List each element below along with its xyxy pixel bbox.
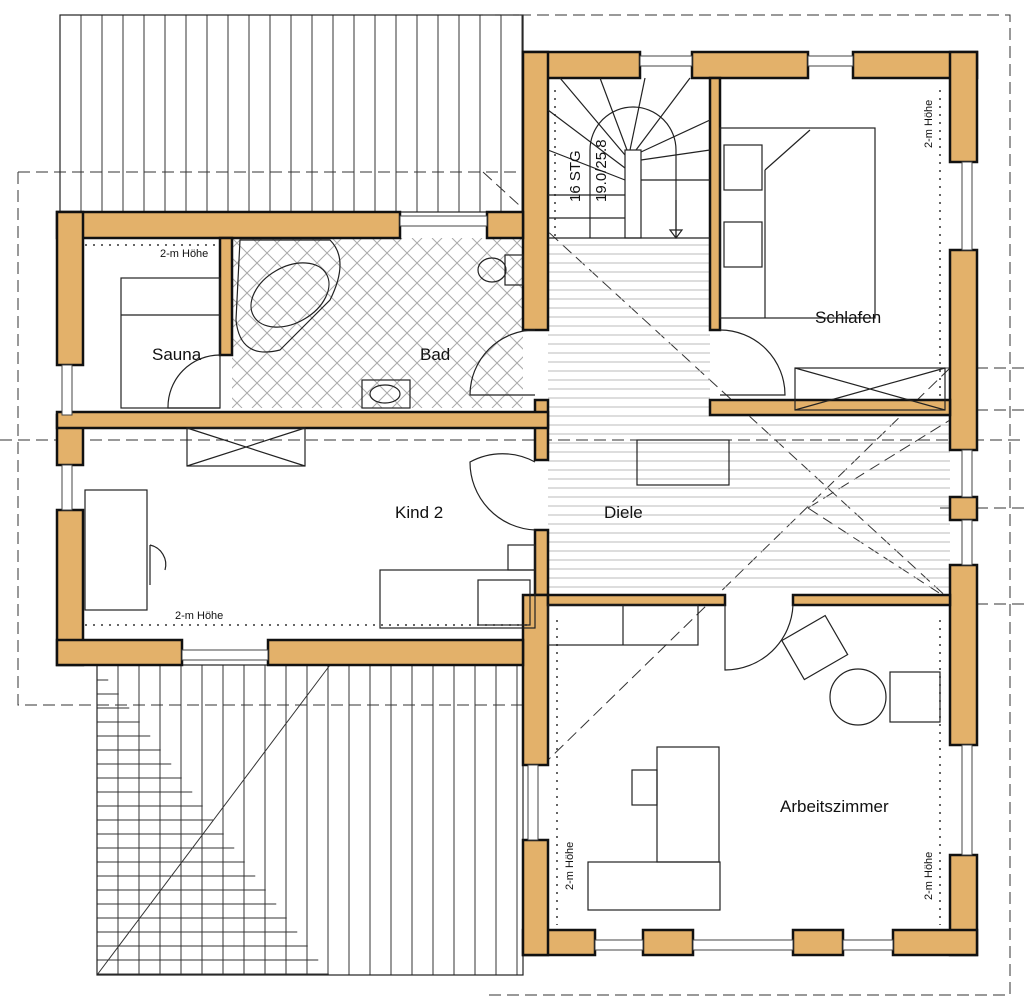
dashed-outline xyxy=(0,14,1024,996)
texture-line xyxy=(232,238,303,408)
texture-line xyxy=(451,238,523,408)
texture-line xyxy=(491,238,523,408)
texture-line xyxy=(271,238,443,408)
texture-line xyxy=(232,238,283,408)
room-label-arbeitszimmer: Arbeitszimmer xyxy=(780,797,889,816)
staircase xyxy=(547,77,711,239)
room-label-diele: Diele xyxy=(604,503,643,522)
height-note-schlafen: 2-m Höhe xyxy=(923,100,935,148)
texture-line xyxy=(232,238,243,408)
texture-line xyxy=(232,238,283,408)
height-note-kind2: 2-m Höhe xyxy=(175,610,223,622)
texture-line xyxy=(471,238,523,408)
stairs-ratio-label: 19.0/25.8 xyxy=(593,139,610,202)
room-label-kind2: Kind 2 xyxy=(395,503,443,522)
texture-line xyxy=(232,238,363,408)
texture-line xyxy=(351,238,523,408)
texture-line xyxy=(371,238,523,408)
height-lines xyxy=(85,90,941,925)
texture-line xyxy=(96,664,331,976)
texture-line xyxy=(232,238,323,408)
texture-line xyxy=(391,238,523,408)
stairs-steps-label: 16 STG xyxy=(567,150,584,202)
room-label-bad: Bad xyxy=(420,345,450,364)
texture-line xyxy=(232,238,263,408)
hall-floor-lines xyxy=(548,244,950,588)
walls xyxy=(55,50,979,957)
texture-line xyxy=(232,238,243,408)
texture-line xyxy=(232,238,343,408)
furniture xyxy=(84,127,946,911)
texture-line xyxy=(291,238,463,408)
bath-tile-floor xyxy=(232,238,523,408)
room-label-schlafen: Schlafen xyxy=(815,308,881,327)
height-note-sauna: 2-m Höhe xyxy=(160,248,208,260)
height-note-arbeitszimmer-right: 2-m Höhe xyxy=(923,852,935,900)
texture-line xyxy=(411,238,523,408)
texture-line xyxy=(431,238,523,408)
room-label-sauna: Sauna xyxy=(152,345,202,364)
texture-line xyxy=(331,238,503,408)
height-note-arbeitszimmer-left: 2-m Höhe xyxy=(564,842,576,890)
texture-line xyxy=(451,238,523,408)
texture-line xyxy=(232,238,263,408)
texture-line xyxy=(232,238,303,408)
doors xyxy=(167,329,794,671)
windows xyxy=(61,55,973,951)
roof-area-top xyxy=(59,15,523,212)
texture-line xyxy=(491,238,523,408)
texture-line xyxy=(471,238,523,408)
roof-area-bottom xyxy=(96,664,518,976)
